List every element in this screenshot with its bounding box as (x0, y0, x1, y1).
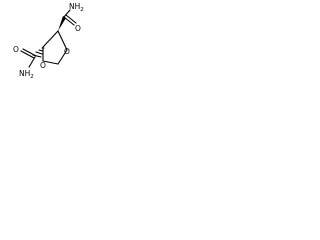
atom-o-ring-right: O (64, 47, 70, 56)
bond-c5-o1 (57, 30, 68, 51)
atom-o-left: O (13, 45, 19, 54)
bond-c2-o3 (42, 60, 59, 65)
atom-nh2-left: NH2 (19, 69, 34, 80)
bond-top-c-n (63, 9, 71, 18)
atom-nh2-top: NH2 (69, 2, 84, 13)
bond-o1-c2 (57, 49, 68, 65)
bond-top-c-o-1 (63, 16, 75, 26)
bond-left-c-o-2 (20, 50, 35, 59)
bond-left-c-o-1 (22, 48, 37, 57)
bond-top-c-o-2 (65, 14, 77, 24)
structure-diagram: NH2 O O O O NH2 (0, 0, 93, 83)
atom-o-top: O (75, 24, 81, 33)
atom-o-ring-bottom: O (40, 61, 46, 70)
bond-left-c-n (28, 56, 36, 68)
molecule-svg: NH2 O O O O NH2 (13, 2, 84, 80)
wedge-bond (58, 16, 66, 31)
bond-c4-c5 (42, 30, 59, 48)
